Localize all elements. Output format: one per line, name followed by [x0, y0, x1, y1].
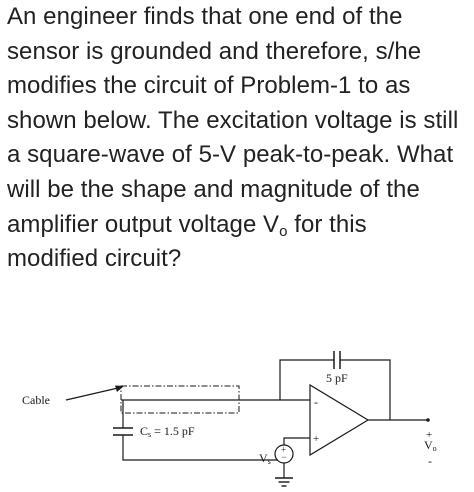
- question-line-7-subscript: o: [279, 222, 288, 240]
- question-line-8: modified circuit?: [7, 245, 182, 273]
- circuit-figure: + − Vs - + 5 pF + Vo - Cable Cs = 1.5 pF: [0, 338, 474, 492]
- sensor-cap-label: Cs = 1.5 pF: [140, 424, 195, 439]
- question-line-6: will be the shape and magnitude of the: [7, 175, 420, 203]
- opamp-noninverting-sign: +: [313, 433, 319, 445]
- question-text: An engineer finds that one end of the se…: [7, 0, 469, 277]
- question-line-5: a square-wave of 5-V peak-to-peak. What: [7, 141, 454, 169]
- question-line-2: sensor is grounded and therefore, s/he: [7, 37, 422, 65]
- source-label: Vs: [259, 451, 271, 466]
- cable-pointer-arrowhead: [115, 385, 124, 392]
- sensor-cap-label-main: C: [140, 424, 148, 438]
- output-plus-sign: +: [426, 429, 432, 441]
- opamp-triangle: [309, 383, 370, 457]
- question-line-7-start: amplifier output voltage V: [7, 210, 280, 238]
- sensor-cap-label-sub: s: [148, 430, 151, 439]
- source-label-main: V: [259, 451, 268, 465]
- sensor-wire-bottom: [122, 435, 278, 461]
- circuit-diagram: + − Vs - + 5 pF + Vo - Cable Cs = 1.5 pF: [22, 351, 437, 487]
- sensor-cap-label-value: = 1.5 pF: [151, 424, 195, 438]
- feedback-wire-right: [340, 359, 391, 420]
- output-label: Vo: [424, 438, 437, 453]
- feedback-wire-left: [279, 359, 334, 400]
- output-label-sub: o: [433, 444, 437, 453]
- opamp-inverting-sign: -: [314, 395, 318, 409]
- question-line-3: modifies the circuit of Problem-1 to as: [7, 72, 411, 100]
- cable-pointer-line: [65, 387, 119, 401]
- source-label-sub: s: [268, 457, 271, 466]
- question-line-7: amplifier output voltage Vo for this: [7, 208, 469, 243]
- question-line-1: An engineer finds that one end of the: [7, 3, 403, 30]
- feedback-cap-label: 5 pF: [326, 371, 348, 385]
- cable-label: Cable: [22, 393, 50, 407]
- output-label-main: V: [424, 438, 433, 452]
- question-line-7-end: for this: [287, 210, 367, 238]
- question-line-4: shown below. The excitation voltage is s…: [7, 106, 459, 134]
- source-plus-sign: +: [281, 445, 286, 455]
- source-minus-sign: −: [282, 452, 287, 462]
- source-to-noninverting-wire: [283, 437, 310, 445]
- output-terminal: [426, 418, 430, 422]
- output-minus-sign: -: [428, 454, 432, 468]
